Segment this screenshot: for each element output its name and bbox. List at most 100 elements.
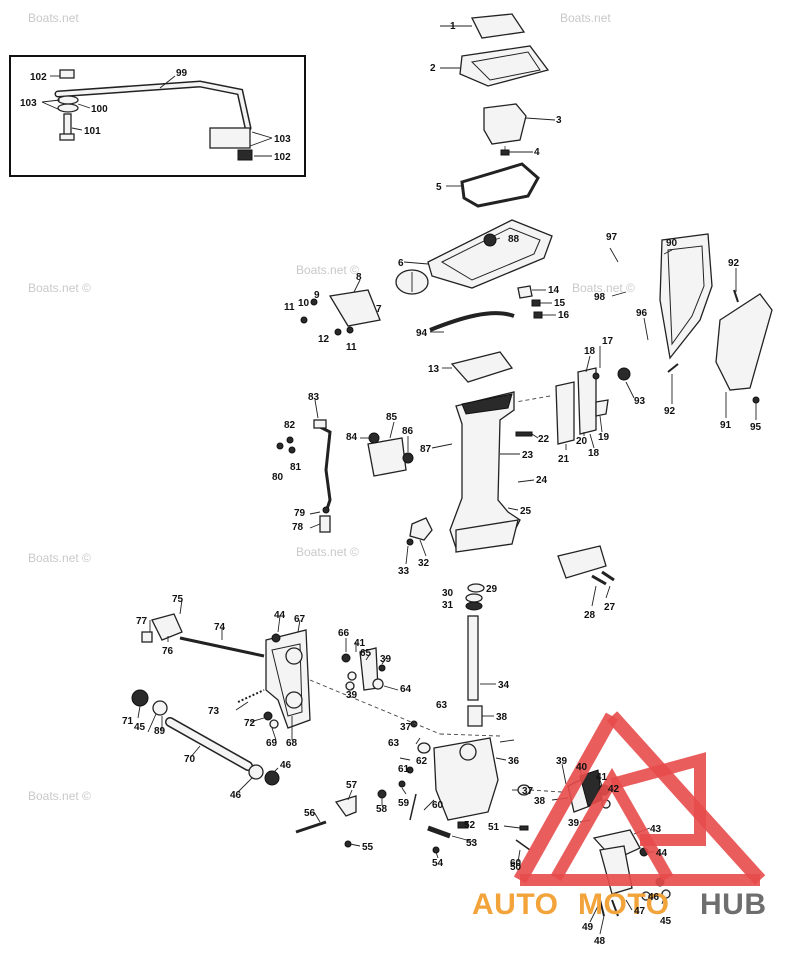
part-label: 79 [294,508,306,519]
part-label: 99 [176,68,188,79]
part-label: 76 [162,646,174,657]
part-label: 13 [428,364,440,375]
part-label: 11 [346,342,357,353]
part-label: 55 [362,842,374,853]
part-label: 100 [91,104,108,115]
exhaust-covers [609,233,773,420]
part-label: 98 [594,292,606,303]
part-label: 7 [376,304,382,315]
part-label: 14 [548,285,560,296]
part-label: 77 [136,616,148,627]
watermark: Boats.net © [28,551,91,565]
part-label: 36 [508,756,520,767]
part-label: 30 [442,588,454,599]
part-label: 45 [660,916,672,927]
part-label: 63 [436,700,448,711]
part-label: 17 [602,336,614,347]
part-label: 96 [636,308,648,319]
part-label: 86 [402,426,414,437]
part-label: 84 [346,432,358,443]
part-label: 51 [488,822,500,833]
part-label: 3 [556,115,562,126]
part-label: 45 [134,722,146,733]
part-label: 92 [728,258,740,269]
part-label: 94 [416,328,428,339]
part-label: 58 [376,804,388,815]
part-label: 11 [284,302,295,313]
part-label: 46 [648,892,660,903]
part-label: 34 [498,680,510,691]
part-label: 93 [634,396,646,407]
part-label: 57 [346,780,358,791]
part-label: 6 [398,258,404,269]
swivel-brackets [515,346,609,450]
part-label: 12 [318,334,330,345]
part-label: 71 [122,716,134,727]
part-label: 78 [292,522,304,533]
automotohub-logo: AUTO MOTO HUB [472,711,767,921]
part-label: 95 [750,422,762,433]
part-label: 21 [558,454,570,465]
part-label: 46 [230,790,242,801]
part-label: 61 [398,764,410,775]
part-label: 5 [436,182,442,193]
part-label: 1 [450,21,456,32]
part-label: 4 [534,147,540,158]
swivel-bracket-assembly [398,720,531,863]
part-label: 65 [360,648,372,659]
part-label: 60 [432,800,444,811]
part-label: 56 [304,808,316,819]
part-label: 90 [666,238,678,249]
part-label: 39 [568,818,580,829]
part-label: 103 [274,134,291,145]
part-label: 49 [582,922,594,933]
logo-hub: HUB [700,888,767,921]
watermark: Boats.net [560,11,611,25]
part-label: 47 [634,906,646,917]
part-label: 91 [720,420,732,431]
part-label: 73 [208,706,220,717]
part-label: 103 [20,98,37,109]
part-label: 87 [420,444,432,455]
logo-auto: AUTO [472,888,558,921]
part-label: 64 [400,684,412,695]
part-label: 37 [522,786,534,797]
part-label: 39 [380,654,392,665]
part-label: 85 [386,412,398,423]
part-label: 63 [388,738,400,749]
part-label: 52 [464,820,476,831]
part-label: 81 [290,462,302,473]
part-label: 72 [244,718,256,729]
part-label: 2 [430,63,436,74]
part-label: 15 [554,298,566,309]
part-label: 20 [576,436,588,447]
part-label: 23 [522,450,534,461]
shift-rod-and-mounts [276,399,453,533]
part-label: 32 [418,558,430,569]
midsection-seals [429,285,556,383]
part-label: 25 [520,506,532,517]
part-label: 28 [584,610,596,621]
part-label: 18 [588,448,600,459]
part-label: 38 [496,712,508,723]
part-label: 31 [442,600,454,611]
part-label: 70 [184,754,196,765]
watermark: Boats.net © [572,281,635,295]
part-label: 43 [650,824,662,835]
logo-moto: MOTO [578,888,669,921]
part-label: 33 [398,566,410,577]
part-label: 97 [606,232,618,243]
part-label: 46 [280,760,292,771]
part-label: 41 [354,638,366,649]
part-label: 89 [154,726,166,737]
part-label: 39 [346,690,358,701]
watermark: Boats.net [28,11,79,25]
upper-mount-parts [300,13,556,336]
part-label: 16 [558,310,570,321]
part-label: 82 [284,420,296,431]
part-label: 101 [84,126,101,137]
part-label: 42 [608,784,620,795]
part-label: 102 [274,152,291,163]
watermark: Boats.net © [296,263,359,277]
steering-link-inset [9,55,306,177]
